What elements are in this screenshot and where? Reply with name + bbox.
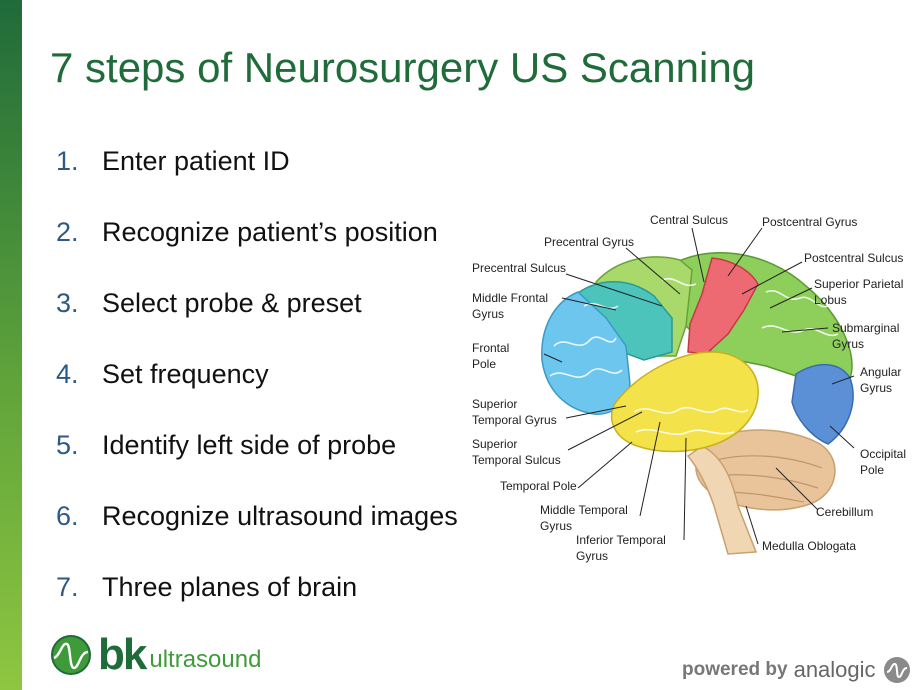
step-item: 7. Three planes of brain <box>56 572 458 643</box>
label-angular-gyrus-2: Gyrus <box>860 381 892 395</box>
label-superior-temporal-gyrus-1: Superior <box>472 397 517 411</box>
label-precentral-gyrus: Precentral Gyrus <box>544 235 634 249</box>
brain-leader-lines <box>543 227 855 545</box>
label-medulla-oblogata: Medulla Oblogata <box>762 539 856 553</box>
step-number: 2. <box>56 217 79 247</box>
step-number: 5. <box>56 430 79 460</box>
label-superior-temporal-gyrus-2: Temporal Gyrus <box>472 413 557 427</box>
powered-by-text: powered by <box>682 659 788 680</box>
bk-ultrasound-logo: bk ultrasound <box>50 632 261 678</box>
step-item: 6. Recognize ultrasound images <box>56 501 458 572</box>
label-superior-parietal-lobus-2: Lobus <box>814 293 847 307</box>
label-temporal-pole: Temporal Pole <box>500 479 577 493</box>
logo-bk-text: bk <box>98 630 147 679</box>
step-item: 4. Set frequency <box>56 359 458 430</box>
slide-title: 7 steps of Neurosurgery US Scanning <box>50 44 756 91</box>
step-number: 6. <box>56 501 79 531</box>
step-item: 2. Recognize patient’s position <box>56 217 458 288</box>
step-text: Recognize ultrasound images <box>102 501 458 531</box>
label-occipital-pole-2: Pole <box>860 463 884 477</box>
label-postcentral-gyrus: Postcentral Gyrus <box>762 215 857 229</box>
label-middle-frontal-gyrus-1: Middle Frontal <box>472 291 548 305</box>
label-superior-parietal-lobus-1: Superior Parietal <box>814 277 903 291</box>
logo-ultrasound-text: ultrasound <box>149 646 262 673</box>
label-frontal-pole-2: Pole <box>472 357 496 371</box>
step-text: Three planes of brain <box>102 572 358 602</box>
label-submarginal-gyrus-2: Gyrus <box>832 337 864 351</box>
powered-by-analogic: powered by analogic <box>682 655 912 685</box>
brain-labels: Central Sulcus Postcentral Gyrus Precent… <box>472 213 906 563</box>
analogic-circle-icon <box>883 657 910 683</box>
label-superior-temporal-sulcus-1: Superior <box>472 437 517 451</box>
label-precentral-sulcus: Precentral Sulcus <box>472 261 566 275</box>
step-number: 1. <box>56 146 79 176</box>
label-inferior-temporal-gyrus-1: Inferior Temporal <box>576 533 666 547</box>
step-number: 7. <box>56 572 79 602</box>
label-inferior-temporal-gyrus-2: Gyrus <box>576 549 608 563</box>
bk-globe-icon <box>51 635 91 675</box>
side-accent-bar <box>0 0 22 690</box>
step-item: 3. Select probe & preset <box>56 288 458 359</box>
label-occipital-pole-1: Occipital <box>860 447 906 461</box>
label-middle-temporal-gyrus-1: Middle Temporal <box>540 503 628 517</box>
step-text: Enter patient ID <box>102 146 290 176</box>
step-item: 1. Enter patient ID <box>56 146 458 217</box>
brain-diagram: Central Sulcus Postcentral Gyrus Precent… <box>472 213 906 563</box>
step-text: Identify left side of probe <box>102 430 397 460</box>
step-number: 3. <box>56 288 79 318</box>
analogic-text: analogic <box>793 657 876 682</box>
step-number: 4. <box>56 359 79 389</box>
step-text: Recognize patient’s position <box>102 217 438 247</box>
step-text: Set frequency <box>102 359 269 389</box>
label-submarginal-gyrus-1: Submarginal <box>832 321 899 335</box>
label-middle-frontal-gyrus-2: Gyrus <box>472 307 504 321</box>
label-superior-temporal-sulcus-2: Temporal Sulcus <box>472 453 561 467</box>
step-item: 5. Identify left side of probe <box>56 430 458 501</box>
brain-illustration <box>541 251 854 555</box>
label-frontal-pole-1: Frontal <box>472 341 509 355</box>
label-middle-temporal-gyrus-2: Gyrus <box>540 519 572 533</box>
label-cerebillum: Cerebillum <box>816 505 873 519</box>
label-central-sulcus: Central Sulcus <box>650 213 728 227</box>
steps-list: 1. Enter patient ID 2. Recognize patient’s… <box>56 146 458 643</box>
label-angular-gyrus-1: Angular <box>860 365 901 379</box>
step-text: Select probe & preset <box>102 288 362 318</box>
label-postcentral-sulcus: Postcentral Sulcus <box>804 251 903 265</box>
